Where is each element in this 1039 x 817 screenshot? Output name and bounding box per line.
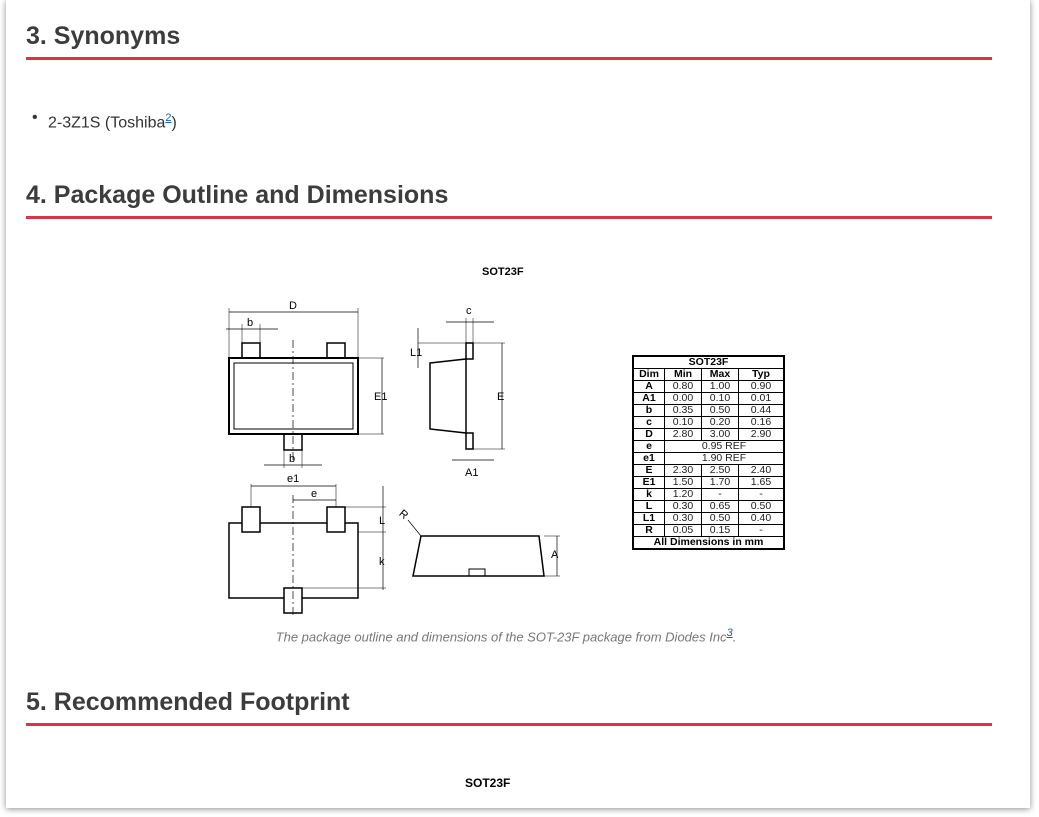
dim-cell: D bbox=[632, 428, 665, 441]
dim-cell: c bbox=[632, 416, 665, 429]
header-max: Max bbox=[701, 368, 739, 381]
dim-cell: E1 bbox=[632, 476, 665, 489]
caption-end: . bbox=[732, 629, 737, 645]
dim-cell: e1 bbox=[632, 452, 665, 465]
dim-cell: E bbox=[632, 464, 665, 477]
dim-label-A: A bbox=[551, 549, 559, 561]
document-page: 3. Synonyms 2-3Z1S (Toshiba2) 4. Package… bbox=[6, 0, 1030, 808]
section-heading-recommended-footprint: 5. Recommended Footprint bbox=[26, 688, 992, 726]
package-label: SOT23F bbox=[482, 266, 524, 278]
package-outline-diagram: D b E1 b c L1 E A1 e1 e L k R A bbox=[226, 300, 560, 615]
dim-cell: b bbox=[632, 404, 665, 417]
value-cell: - bbox=[738, 488, 785, 501]
dim-label-A1: A1 bbox=[465, 467, 478, 479]
value-cell: 0.50 bbox=[701, 512, 739, 525]
value-cell: 0.05 bbox=[664, 524, 702, 537]
value-cell: 0.15 bbox=[701, 524, 739, 537]
value-cell: 0.10 bbox=[664, 416, 702, 429]
value-cell: 2.30 bbox=[664, 464, 702, 477]
dim-cell: e bbox=[632, 440, 665, 453]
dim-cell: A bbox=[632, 380, 665, 393]
dim-cell: L1 bbox=[632, 512, 665, 525]
value-cell: 3.00 bbox=[701, 428, 739, 441]
header-dim: Dim bbox=[632, 368, 665, 381]
dim-label-e1: e1 bbox=[287, 473, 299, 485]
table-footer: All Dimensions in mm bbox=[632, 536, 785, 550]
value-cell: 0.16 bbox=[738, 416, 785, 429]
section-heading-package-outline: 4. Package Outline and Dimensions bbox=[26, 181, 992, 219]
value-cell: - bbox=[738, 524, 785, 537]
value-cell: 1.50 bbox=[664, 476, 702, 489]
dim-label-b-bottom: b bbox=[289, 453, 295, 465]
value-cell: 2.80 bbox=[664, 428, 702, 441]
value-cell: 0.65 bbox=[701, 500, 739, 513]
dim-label-L: L bbox=[379, 515, 385, 527]
dim-label-D: D bbox=[289, 300, 297, 312]
dim-label-c: c bbox=[466, 305, 472, 317]
value-cell: 1.00 bbox=[701, 380, 739, 393]
value-cell: 0.80 bbox=[664, 380, 702, 393]
value-cell: 0.00 bbox=[664, 392, 702, 405]
synonym-list-item: 2-3Z1S (Toshiba2) bbox=[32, 109, 177, 132]
dim-label-E: E bbox=[497, 391, 504, 403]
header-min: Min bbox=[664, 368, 702, 381]
dim-label-k: k bbox=[379, 556, 385, 568]
section-heading-synonyms: 3. Synonyms bbox=[26, 22, 992, 60]
synonym-text: 2-3Z1S (Toshiba bbox=[48, 114, 166, 132]
dim-label-E1: E1 bbox=[374, 391, 387, 403]
caption-text: The package outline and dimensions of th… bbox=[275, 629, 727, 645]
dim-cell: R bbox=[632, 524, 665, 537]
value-cell: 0.10 bbox=[701, 392, 739, 405]
value-cell: 0.44 bbox=[738, 404, 785, 417]
value-cell: 0.30 bbox=[664, 500, 702, 513]
value-cell: 2.40 bbox=[738, 464, 785, 477]
synonym-close: ) bbox=[171, 114, 177, 132]
dim-cell: k bbox=[632, 488, 665, 501]
value-cell: 1.70 bbox=[701, 476, 739, 489]
value-cell: 2.90 bbox=[738, 428, 785, 441]
value-cell: 0.30 bbox=[664, 512, 702, 525]
value-cell: 0.50 bbox=[738, 500, 785, 513]
dim-label-b: b bbox=[247, 317, 253, 329]
footprint-package-label: SOT23F bbox=[465, 776, 511, 790]
value-cell: 1.65 bbox=[738, 476, 785, 489]
value-cell: 0.50 bbox=[701, 404, 739, 417]
header-typ: Typ bbox=[738, 368, 785, 381]
table-title: SOT23F bbox=[632, 355, 785, 369]
table-header-row: Dim Min Max Typ bbox=[632, 368, 785, 381]
value-cell: 1.90 REF bbox=[664, 452, 785, 465]
value-cell: 0.35 bbox=[664, 404, 702, 417]
value-cell: 0.95 REF bbox=[664, 440, 785, 453]
value-cell: 0.01 bbox=[738, 392, 785, 405]
value-cell: 0.40 bbox=[738, 512, 785, 525]
dim-cell: A1 bbox=[632, 392, 665, 405]
value-cell: 0.90 bbox=[738, 380, 785, 393]
caption-reference-link[interactable]: 3 bbox=[726, 627, 733, 639]
figure-caption: The package outline and dimensions of th… bbox=[6, 627, 1006, 644]
dim-label-L1: L1 bbox=[410, 347, 422, 359]
value-cell: 2.50 bbox=[701, 464, 739, 477]
reference-link[interactable]: 2 bbox=[165, 112, 172, 124]
dim-label-R: R bbox=[396, 508, 410, 522]
dim-label-e: e bbox=[311, 488, 317, 500]
dim-cell: L bbox=[632, 500, 665, 513]
value-cell: 0.20 bbox=[701, 416, 739, 429]
value-cell: - bbox=[701, 488, 739, 501]
value-cell: 1.20 bbox=[664, 488, 702, 501]
